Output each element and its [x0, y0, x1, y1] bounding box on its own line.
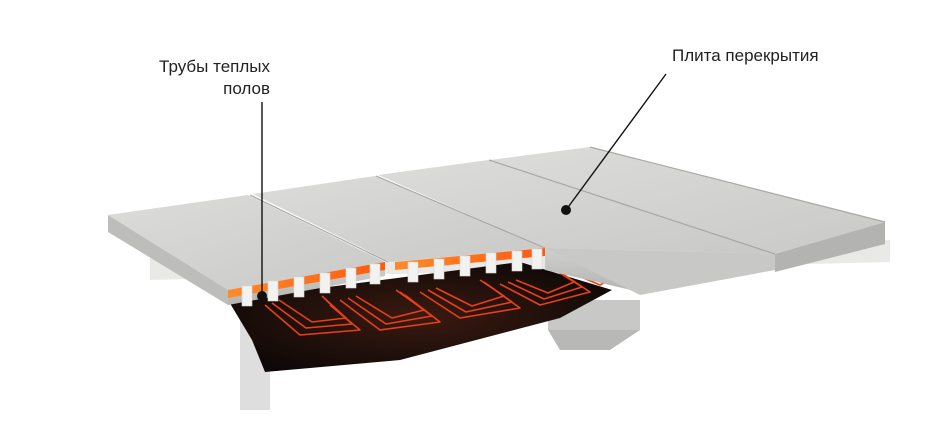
leader-slab [561, 73, 667, 215]
pipes-label-line1: Трубы теплых [159, 57, 270, 76]
slab-label: Плита перекрытия [672, 46, 819, 65]
slab-seams [249, 146, 886, 263]
floor-slab-4 [490, 147, 885, 295]
floor-slab-2 [253, 176, 545, 262]
slab-hollow-channels-left [228, 262, 385, 307]
pipes-label: Трубы теплых полов [110, 56, 270, 100]
slab-hollow-channels-middle [395, 248, 545, 283]
leader-pipes [257, 102, 267, 301]
heating-pipes [264, 261, 613, 336]
pipes-label-line2: полов [223, 79, 270, 98]
